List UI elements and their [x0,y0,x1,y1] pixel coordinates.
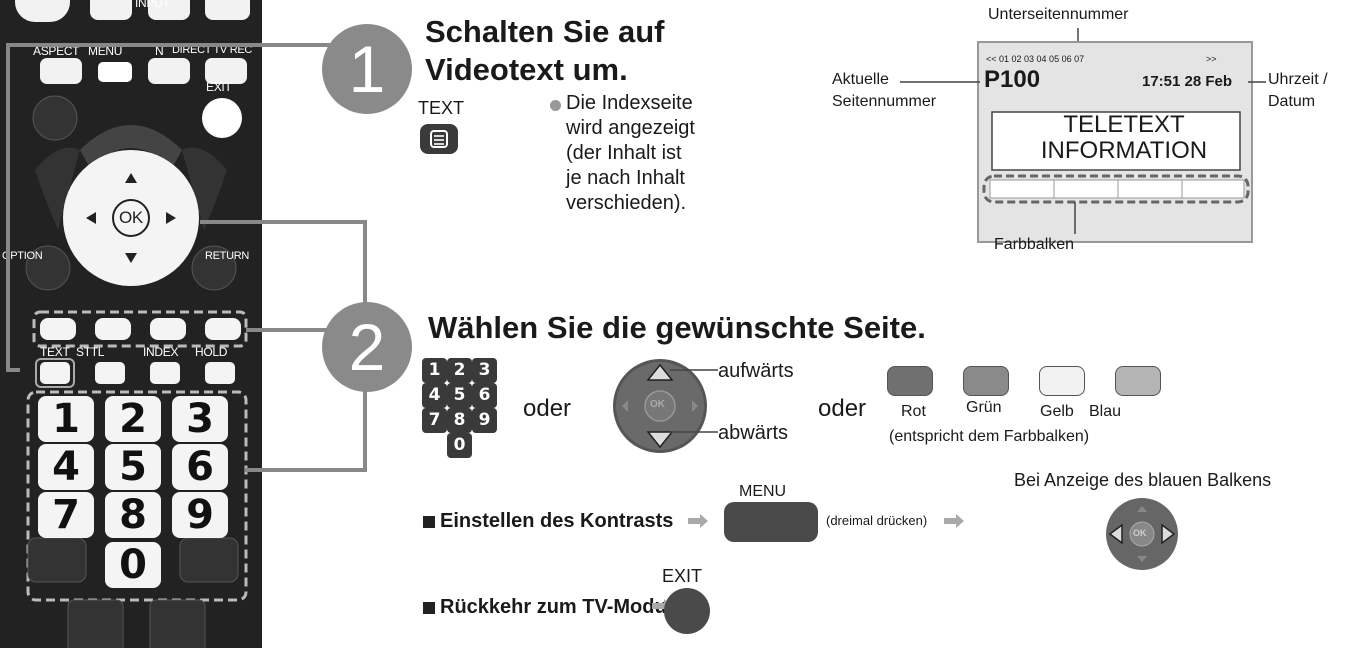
color-bar-label: Farbbalken [994,236,1075,253]
or-label-2: oder [818,395,867,422]
teletext-content-line2: INFORMATION [1040,137,1208,164]
menu-button-icon [724,502,818,542]
menu-label: MENU [88,44,123,58]
exit-button-icon [664,588,710,634]
remote-key-4: 4 [38,444,94,490]
numpad-key-1: 1 [422,358,447,383]
bullet-dot-icon [550,100,561,111]
dpad-left-right-icon [1106,498,1178,570]
down-label: abwärts [718,422,789,444]
ok-label: OK [119,208,143,227]
numpad-key-7: 7 [422,408,447,433]
current-page-leader [900,81,980,83]
remote-key-5: 5 [105,444,161,490]
subpage-numbers: << 01 02 03 04 05 06 07 [986,54,1085,64]
subpage-number-label: Unterseitennummer [988,6,1129,23]
numpad-key-3: 3 [472,358,497,383]
remote-key-6: 6 [172,444,228,490]
square-bullet-icon-2 [423,602,435,614]
time-leader [1248,81,1266,83]
page-number: P100 [984,66,1041,93]
aspect-label: ASPECT [33,44,80,58]
dpad-leaders [670,369,718,433]
remote-key-0: 0 [105,542,161,588]
index-label: INDEX [143,345,179,359]
text-button-icon [420,124,458,154]
step-2-badge: 2 [322,302,412,392]
blue-bar-note: Bei Anzeige des blauen Balkens [1014,470,1272,490]
square-bullet-icon [423,516,435,528]
remote-key-2: 2 [105,396,161,442]
numpad-key-0: 0 [447,433,472,458]
remote-key-9: 9 [172,492,228,538]
current-page-label-line2: Seitennummer [832,93,937,110]
step-2-title: Wählen Sie die gewünschte Seite. [428,310,926,345]
time-date: 17:51 28 Feb [1142,73,1233,90]
contrast-label: Einstellen des Kontrasts [440,510,674,532]
return-label: RETURN [205,250,250,262]
green-label: Grün [966,399,1002,416]
remote-key-8: 8 [105,492,161,538]
input-label: INPUT [135,0,170,10]
remote-key-7: 7 [38,492,94,538]
exit-label: EXIT [206,80,232,94]
n-label: N [155,44,164,58]
blue-label: Blau [1089,403,1122,420]
numpad-key-6: 6 [472,383,497,408]
green-button [963,366,1009,396]
yellow-button [1039,366,1085,396]
numpad-key-5: 5 [447,383,472,408]
step-1-title-line1: Schalten Sie auf [425,14,665,49]
yellow-label: Gelb [1040,403,1074,420]
sttl-label: STTL [76,345,105,359]
time-label-line2: Datum [1268,93,1316,110]
time-label-line1: Uhrzeit / [1268,71,1328,88]
red-button [887,366,933,396]
numpad-key-9: 9 [472,408,497,433]
step-1-note-line2: wird angezeigt [566,117,695,139]
numpad-key-2: 2 [447,358,472,383]
dpad-ok-label-2: OK [1133,528,1147,538]
current-page-label-line1: Aktuelle [832,71,889,88]
text-label: TEXT [40,345,70,359]
or-label-1: oder [523,395,572,422]
teletext-screen-diagram [977,28,1253,243]
return-tv-label: Rückkehr zum TV-Modus [440,596,678,618]
remote-control: INPUT ASPECT MENU N DIRECT TV REC EXIT O… [0,0,262,648]
press-three-times-note: (dreimal drücken) [826,513,928,528]
remote-key-1: 1 [38,396,94,442]
remote-body [0,0,262,648]
step-1-note-line5: verschieden). [566,192,687,214]
remote-key-3: 3 [172,396,228,442]
blue-button [1115,366,1161,396]
menu-label-inline: MENU [739,483,787,500]
dpad-up-down-icon [613,359,707,453]
step-1-badge: 1 [322,24,412,114]
numpad-key-8: 8 [447,408,472,433]
color-note: (entspricht dem Farbbalken) [889,428,1090,445]
step-1-note-line4: je nach Inhalt [566,167,685,189]
red-label: Rot [901,403,926,420]
step-1-note-line3: (der Inhalt ist [566,142,682,164]
step-1-note-line1: Die Indexseite [566,92,693,114]
numpad-key-4: 4 [422,383,447,408]
subpage-more: >> [1206,54,1217,64]
text-button-label: TEXT [418,98,465,118]
up-label: aufwärts [718,360,794,382]
hold-label: HOLD [195,345,228,359]
teletext-content-line1: TELETEXT [1063,111,1185,138]
dpad-ok-label: OK [650,399,665,410]
arrow-right-icon [688,514,708,528]
step-1-title-line2: Videotext um. [425,52,628,87]
exit-label-inline: EXIT [662,566,703,586]
arrow-right-icon-2 [944,514,964,528]
option-label: OPTION [2,250,43,262]
